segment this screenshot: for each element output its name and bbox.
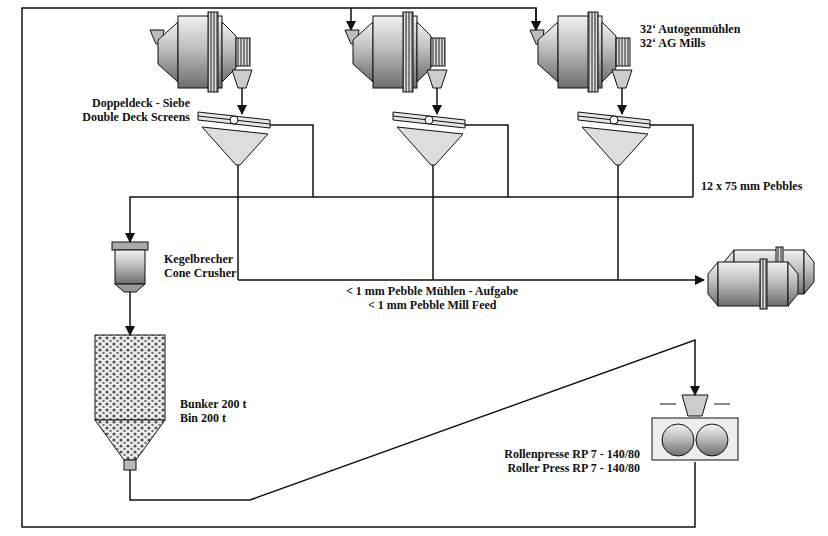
dimension-line: [714, 404, 730, 405]
pebble-mill-drum: [718, 262, 788, 306]
fines-line: [432, 165, 434, 280]
ag-mill: 32‘ Autogenmühlen32‘ AG Mills: [530, 30, 630, 90]
bin-outlet: [124, 460, 136, 470]
undersize-hopper: [397, 127, 463, 165]
crusher-outlet: [115, 284, 145, 292]
flow-connector: [129, 292, 131, 335]
storage-bin: Bunker 200 tBin 200 t: [95, 335, 165, 470]
press-roller: [696, 424, 728, 456]
screen-deck-line: [578, 116, 650, 124]
bin-body: [95, 335, 165, 420]
crusher-cap: [112, 242, 148, 250]
pebble-collector: [313, 196, 693, 198]
equipment-name: Cone Crusher: [164, 266, 236, 280]
equipment-label: 32‘ Autogenmühlen32‘ AG Mills: [640, 22, 740, 50]
pebble-mill-cone: [788, 262, 798, 306]
discharge-hood: [232, 70, 252, 88]
stream-label: < 1 mm Pebble Mill Feed: [366, 298, 498, 312]
stream-label: 12 x 75 mm Pebbles: [699, 179, 804, 193]
stream-label: < 1 mm Pebble Mühlen - Aufgabe: [344, 284, 520, 298]
press-frame: [652, 418, 738, 460]
equipment-name: 32‘ Autogenmühlen: [640, 22, 740, 36]
feed-cone: [158, 22, 178, 82]
mill-discharge: [436, 88, 438, 114]
vibrator: [230, 116, 238, 124]
equipment-label: Rollenpresse RP 7 - 140/80Roller Press R…: [504, 447, 640, 475]
trommel: [431, 38, 445, 66]
discharge-hood: [612, 70, 632, 88]
bin-cone: [95, 420, 165, 460]
screen-deck: [198, 112, 270, 128]
equipment-name: Rollenpresse RP 7 - 140/80: [504, 447, 640, 461]
mill-discharge: [621, 88, 623, 114]
fines-line: [617, 165, 619, 280]
dimension-line: [660, 404, 676, 405]
girth-gear: [588, 12, 598, 92]
mill-discharge: [241, 88, 243, 114]
crusher-body: [115, 250, 145, 284]
flow-connector: [22, 8, 695, 527]
equipment-name: Kegelbrecher: [164, 252, 236, 266]
vibrator: [610, 116, 618, 124]
flow-connector: [130, 125, 313, 242]
equipment-label: Bunker 200 tBin 200 t: [180, 397, 246, 425]
equipment-label: Doppeldeck - SiebeDouble Deck Screens: [82, 96, 190, 124]
equipment-name: Bunker 200 t: [180, 397, 246, 411]
double-deck-screen: Doppeldeck - SiebeDouble Deck Screens: [198, 112, 270, 165]
screen-deck: [578, 112, 650, 128]
pebble-mill-cone: [708, 262, 718, 306]
feed-arrow: [350, 8, 352, 30]
screen-deck-line: [393, 116, 465, 124]
girth-gear: [208, 12, 218, 92]
pebble-line: [650, 125, 693, 197]
roller-press: Rollenpresse RP 7 - 140/80Roller Press R…: [650, 395, 740, 462]
screen-deck: [393, 112, 465, 128]
cone-crusher: KegelbrecherCone Crusher: [112, 242, 148, 292]
flow-connector: [130, 340, 695, 500]
equipment-name: Double Deck Screens: [82, 110, 190, 124]
pebble-mill-gear: [760, 259, 767, 309]
feed-cone: [353, 22, 373, 82]
pebble-line: [465, 125, 508, 197]
equipment-name: Doppeldeck - Siebe: [82, 96, 190, 110]
pebble-mill-feed-line: [238, 279, 704, 281]
press-hopper: [682, 395, 708, 416]
press-roller: [662, 424, 694, 456]
trommel: [616, 38, 630, 66]
girth-gear: [403, 12, 413, 92]
screen-deck-line: [198, 116, 270, 124]
equipment-name: 32‘ AG Mills: [640, 36, 740, 50]
fines-line: [237, 165, 239, 280]
vibrator: [425, 116, 433, 124]
equipment-name: Bin 200 t: [180, 411, 246, 425]
discharge-hood: [427, 70, 447, 88]
undersize-hopper: [582, 127, 648, 165]
trommel: [236, 38, 250, 66]
pebble-mill-cone: [804, 250, 814, 294]
undersize-hopper: [202, 127, 268, 165]
equipment-name: Roller Press RP 7 - 140/80: [504, 461, 640, 475]
equipment-label: KegelbrecherCone Crusher: [164, 252, 236, 280]
feed-cone: [538, 22, 558, 82]
